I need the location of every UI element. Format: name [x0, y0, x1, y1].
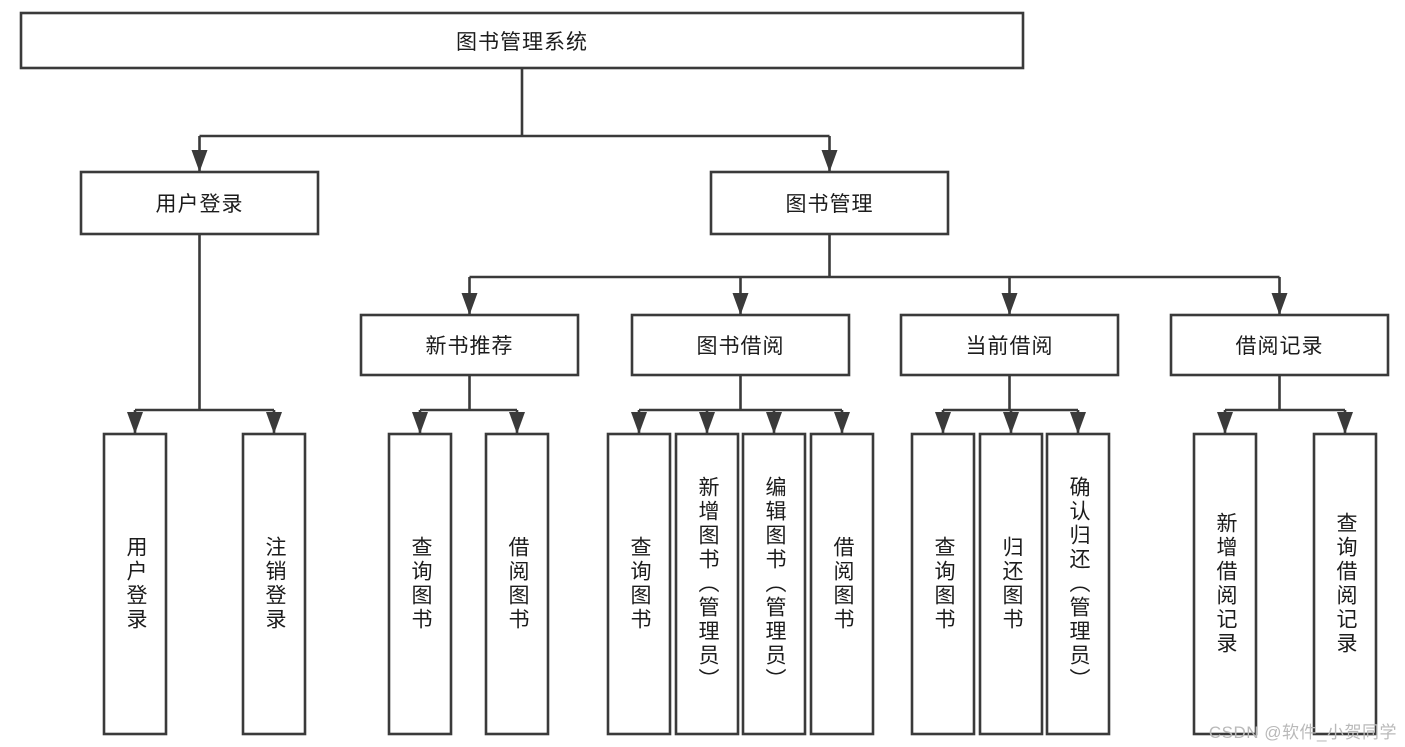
node-box-borrow[interactable] [630, 313, 851, 377]
arrowhead-icon [699, 412, 715, 434]
node-box-l-borrow1[interactable] [484, 432, 550, 736]
node-box-l-confirm[interactable] [1045, 432, 1111, 736]
arrowhead-icon [266, 412, 282, 434]
arrowhead-icon [191, 150, 208, 172]
arrowhead-icon [461, 293, 478, 315]
arrowhead-icon [509, 412, 525, 434]
arrowhead-icon [127, 412, 143, 434]
node-box-newbook[interactable] [359, 313, 580, 377]
node-box-bookmgmt[interactable] [709, 170, 950, 236]
arrowhead-icon [1070, 412, 1086, 434]
node-box-records[interactable] [1169, 313, 1390, 377]
node-box-l-query2[interactable] [606, 432, 672, 736]
node-box-root[interactable] [19, 11, 1025, 70]
node-box-l-add[interactable] [674, 432, 740, 736]
arrowhead-icon [412, 412, 428, 434]
node-box-l-return[interactable] [978, 432, 1044, 736]
arrowhead-icon [1337, 412, 1353, 434]
arrowhead-icon [732, 293, 749, 315]
arrowhead-icon [1003, 412, 1019, 434]
node-box-l-query1[interactable] [387, 432, 453, 736]
node-box-login[interactable] [79, 170, 320, 236]
node-box-l-logout[interactable] [241, 432, 307, 736]
arrowhead-icon [766, 412, 782, 434]
edges-layer [127, 68, 1353, 434]
node-box-l-login[interactable] [102, 432, 168, 736]
node-box-l-queryrec[interactable] [1312, 432, 1378, 736]
arrowhead-icon [1001, 293, 1018, 315]
node-box-l-borrow2[interactable] [809, 432, 875, 736]
arrowhead-icon [834, 412, 850, 434]
node-box-current[interactable] [899, 313, 1120, 377]
arrowhead-icon [935, 412, 951, 434]
node-box-l-edit[interactable] [741, 432, 807, 736]
arrowhead-icon [1271, 293, 1288, 315]
node-box-l-query3[interactable] [910, 432, 976, 736]
arrowhead-icon [821, 150, 838, 172]
node-box-l-addrec[interactable] [1192, 432, 1258, 736]
arrowhead-icon [631, 412, 647, 434]
watermark-text: CSDN @软件_小贺同学 [1208, 723, 1397, 742]
arrowhead-icon [1217, 412, 1233, 434]
nodes-layer [19, 11, 1390, 736]
